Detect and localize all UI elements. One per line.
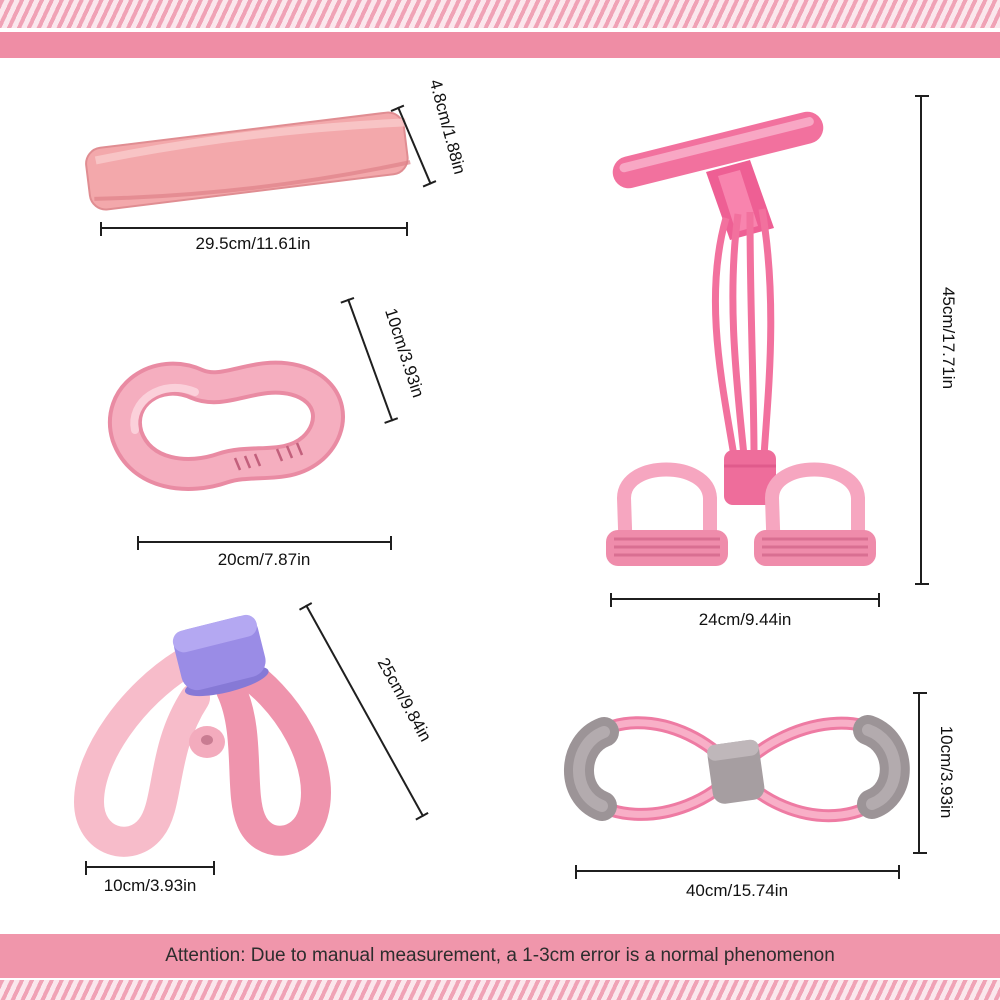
top-stripe-band (0, 0, 1000, 28)
pedal-puller-height-line (915, 95, 929, 585)
loop-band-body (86, 112, 408, 210)
thigh-trainer-purple-clamp (172, 614, 269, 697)
thigh-trainer-length-label: 25cm/9.84in (373, 654, 436, 745)
loop-band-length-label: 29.5cm/11.61in (195, 234, 311, 253)
pedal-puller-image (588, 88, 898, 598)
top-pink-bar (0, 32, 1000, 58)
figure8-band-height-label: 10cm/3.93in (937, 725, 956, 819)
thigh-trainer-image (55, 602, 355, 877)
yoga-ring-height-label: 10cm/3.93in (381, 305, 428, 400)
loop-band-width-label: 4.8cm/1.88in (425, 77, 470, 177)
pedal-puller-height-label: 45cm/17.71in (939, 286, 958, 390)
thigh-trainer-right-tube (216, 649, 331, 856)
pedal-puller-tubes (711, 208, 775, 457)
pedal-puller-handle (612, 111, 824, 189)
figure8-band-image (552, 682, 920, 869)
loop-band-image (75, 100, 420, 230)
thigh-trainer-width-label: 10cm/3.93in (103, 876, 197, 895)
thigh-trainer-illustration (73, 614, 331, 857)
pedal-puller-width-line (610, 593, 880, 607)
figure8-band-height-line (913, 692, 927, 854)
thigh-trainer-left-tube (73, 649, 210, 857)
pedal-puller-right-pedal (754, 462, 876, 566)
figure8-band-illustration (564, 715, 910, 823)
loop-band-length-line (100, 222, 408, 236)
attention-text: Attention: Due to manual measurement, a … (165, 945, 835, 966)
figure8-center-wrap (707, 739, 765, 804)
bottom-stripe-band (0, 980, 1000, 1000)
yoga-ring-length-line (137, 536, 392, 550)
pedal-puller-connector (724, 450, 776, 505)
yoga-ring-illustration (108, 360, 345, 491)
attention-banner: Attention: Due to manual measurement, a … (0, 934, 1000, 978)
thigh-trainer-width-line (85, 861, 215, 875)
yoga-ring-image (85, 318, 360, 518)
yoga-ring-length-label: 20cm/7.87in (217, 550, 311, 569)
pedal-puller-illustration (606, 111, 876, 566)
pedal-puller-left-pedal (606, 462, 728, 566)
yoga-ring-massage-ridges (233, 442, 304, 471)
loop-band-illustration (85, 111, 411, 211)
figure8-band-length-label: 40cm/15.74in (685, 881, 789, 900)
pedal-puller-width-label: 24cm/9.44in (698, 610, 792, 629)
figure8-band-length-line (575, 865, 900, 879)
